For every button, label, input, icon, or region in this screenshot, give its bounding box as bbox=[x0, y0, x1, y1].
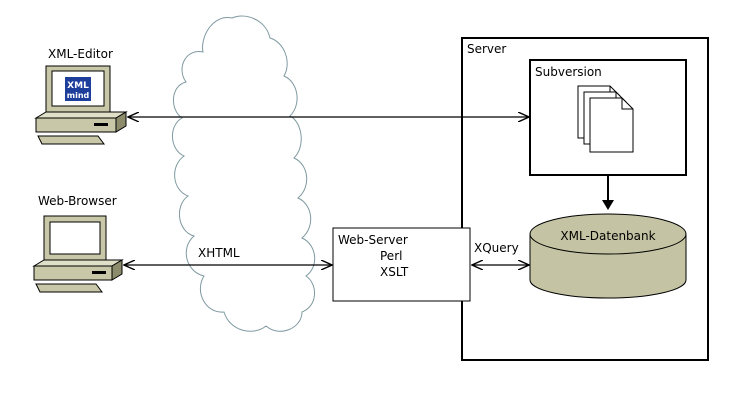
cloud-icon bbox=[172, 15, 316, 332]
database-label: XML-Datenbank bbox=[560, 229, 655, 243]
svg-text:mind: mind bbox=[67, 91, 90, 100]
cloud-outline bbox=[172, 15, 316, 332]
database-cylinder-icon: XML-Datenbank bbox=[529, 213, 687, 299]
webserver-label: Web-Server bbox=[338, 233, 408, 247]
browser-label: Web-Browser bbox=[38, 194, 117, 208]
documents-icon bbox=[577, 85, 634, 153]
webserver-box: Web-Server Perl XSLT bbox=[332, 227, 471, 302]
subversion-box: Subversion bbox=[529, 59, 687, 176]
server-box: Server bbox=[461, 37, 709, 361]
xhtml-label: XHTML bbox=[198, 246, 240, 260]
server-label: Server bbox=[467, 42, 506, 56]
subversion-label: Subversion bbox=[535, 65, 602, 79]
xquery-label: XQuery bbox=[474, 241, 519, 255]
webserver-xslt: XSLT bbox=[380, 265, 409, 279]
subversion-to-database-arrowhead bbox=[602, 200, 614, 210]
browser-computer: Web-Browser bbox=[32, 194, 124, 293]
webserver-perl: Perl bbox=[380, 249, 402, 263]
desktop-computer-icon bbox=[32, 215, 124, 293]
editor-computer: XML-Editor XML mind bbox=[34, 47, 128, 145]
editor-label: XML-Editor bbox=[48, 47, 113, 61]
desktop-computer-icon: XML mind bbox=[34, 65, 128, 145]
svg-text:XML: XML bbox=[67, 81, 89, 91]
xmlmind-logo: XML mind bbox=[65, 77, 91, 101]
